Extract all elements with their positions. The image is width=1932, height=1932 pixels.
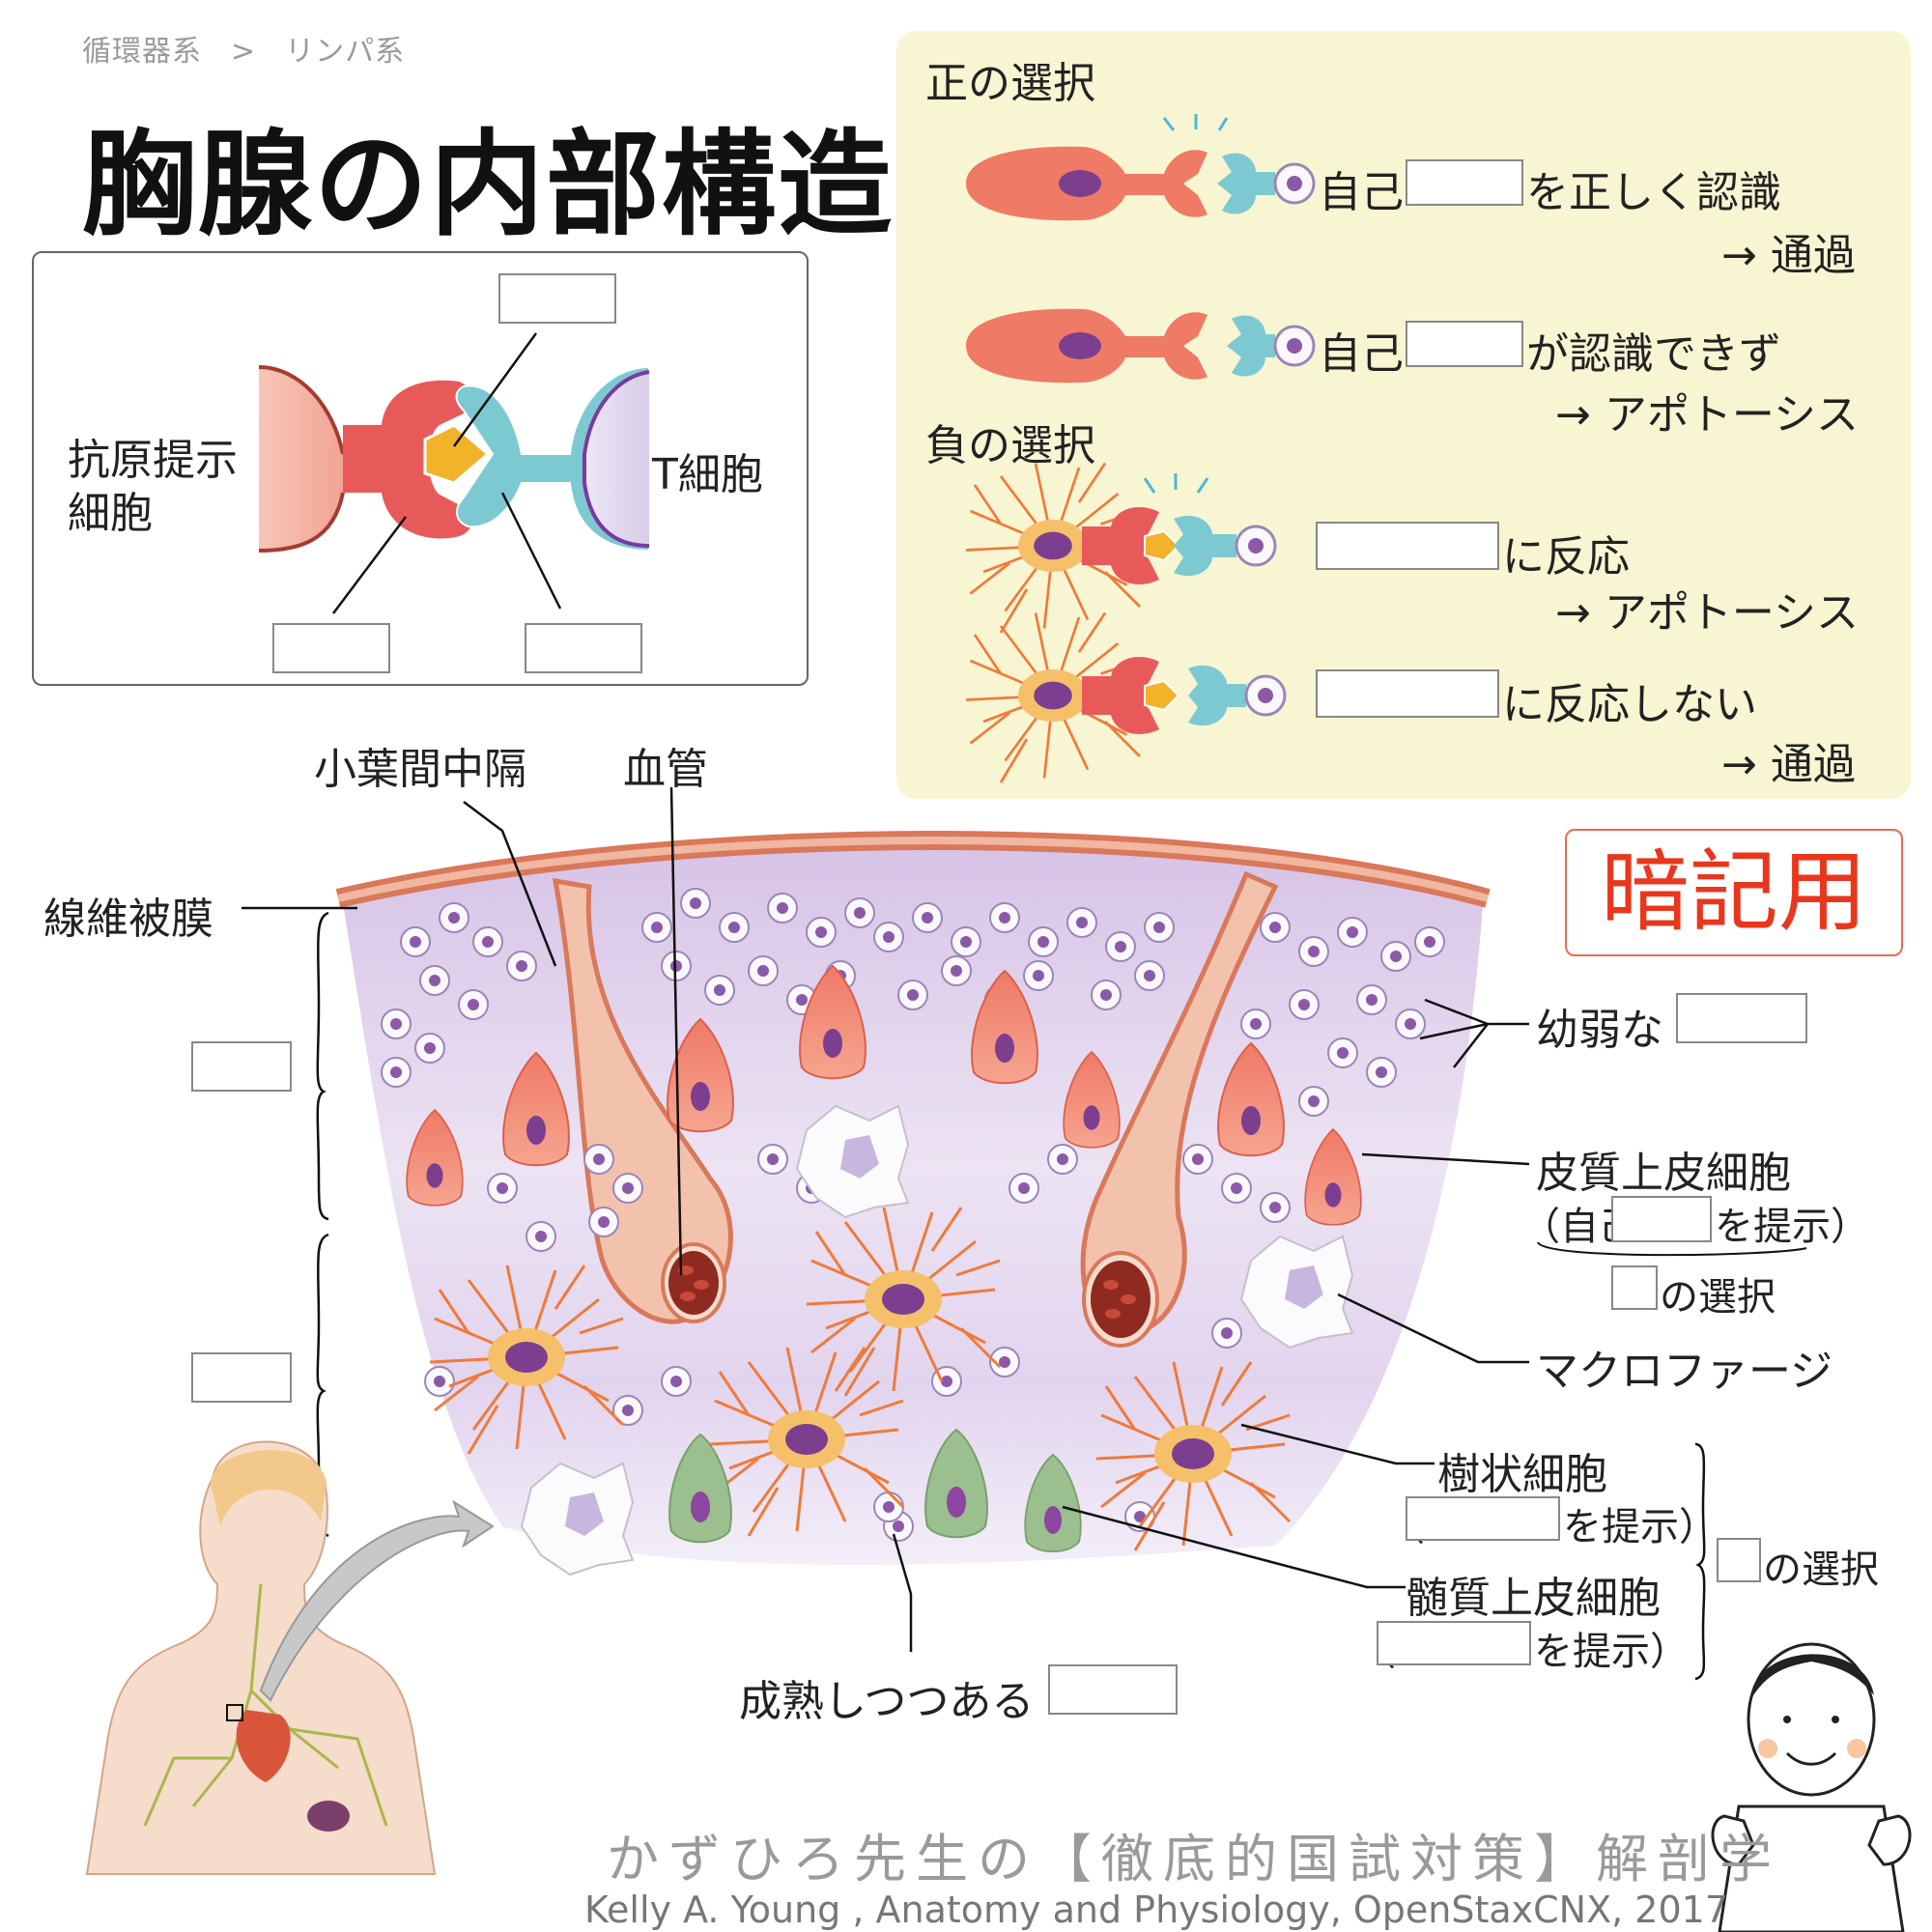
apc-label-line2: 細胞: [68, 489, 153, 538]
blank-dendritic-present[interactable]: [1406, 1496, 1560, 1541]
positive-row1-suffix: を正しく認識: [1526, 168, 1781, 217]
positive-row2-suffix: が認識できず: [1526, 329, 1781, 379]
vessel-label: 血管: [623, 745, 708, 794]
negative-row1-suffix: に反応: [1502, 532, 1630, 582]
breadcrumb: 循環器系 > リンパ系: [82, 27, 434, 70]
leader-lines: [242, 786, 1807, 1681]
series-title: かずひろ先生の【徹底的国試対策】解剖学: [607, 1829, 1781, 1889]
negative-selection-heading: 負の選択: [925, 421, 1095, 470]
negative-selection-icon-1: [964, 462, 1277, 635]
receptor-inset-panel: [32, 251, 809, 686]
blank-medullary-selection[interactable]: [1717, 1538, 1761, 1582]
positive-row2-prefix: 自己: [1319, 329, 1404, 379]
blank-immature[interactable]: [1676, 993, 1807, 1043]
macrophage-label: マクロファージ: [1536, 1347, 1833, 1396]
positive-row1-prefix: 自己: [1319, 168, 1404, 217]
blank-cortical-selection[interactable]: [1611, 1265, 1658, 1310]
inset-diagram: [258, 332, 650, 614]
dendritic-present-close: を提示）: [1563, 1505, 1718, 1549]
maturing-label-prefix: 成熟しつつある: [739, 1677, 1035, 1726]
cortical-selection-suffix: の選択: [1660, 1275, 1776, 1320]
blank-cortex[interactable]: [191, 1041, 292, 1092]
positive-row1-result: → 通過: [1721, 231, 1856, 280]
page-title: 胸腺の内部構造: [82, 118, 895, 251]
apc-label-line1: 抗原提示: [68, 436, 238, 485]
blank-negative-row2[interactable]: [1316, 669, 1499, 718]
negative-row2-suffix: に反応しない: [1502, 680, 1757, 729]
memo-badge: 暗記用: [1565, 829, 1903, 956]
dendritic-label: 樹状細胞: [1437, 1450, 1607, 1499]
capsule-label: 線維被膜: [43, 895, 213, 944]
human-figure-illustration: [85, 1440, 495, 1875]
negative-row1-result: → アポトーシス: [1555, 588, 1859, 638]
positive-selection-icon-1: [966, 114, 1316, 221]
doctor-mascot-illustration: [1711, 1642, 1912, 1932]
immature-label-prefix: 幼弱な: [1536, 1006, 1663, 1055]
blank-medullary-present[interactable]: [1377, 1621, 1531, 1665]
blank-positive-row2[interactable]: [1406, 321, 1523, 367]
blank-tcr[interactable]: [525, 623, 642, 673]
septum-label: 小葉間中隔: [314, 745, 526, 794]
negative-row2-result: → 通過: [1721, 740, 1856, 789]
positive-selection-heading: 正の選択: [925, 59, 1095, 108]
blank-maturing[interactable]: [1048, 1664, 1178, 1715]
breadcrumb-separator: >: [231, 35, 257, 69]
thymus-lobe: [335, 831, 1491, 1576]
breadcrumb-level2[interactable]: リンパ系: [285, 35, 406, 69]
blank-positive-row1[interactable]: [1406, 159, 1523, 206]
cortical-present-close: を提示）: [1715, 1205, 1869, 1249]
negative-selection-icon-2: [964, 611, 1287, 784]
medullary-epithelial-label: 髄質上皮細胞: [1406, 1574, 1661, 1623]
breadcrumb-level1[interactable]: 循環器系: [82, 35, 202, 69]
blank-cortical-present[interactable]: [1611, 1196, 1712, 1242]
source-credit: Kelly A. Young , Anatomy and Physiology,…: [584, 1889, 1728, 1931]
medullary-selection-suffix: の選択: [1763, 1548, 1879, 1592]
medullary-present-close: を提示）: [1534, 1630, 1689, 1674]
blank-negative-row1[interactable]: [1316, 522, 1499, 570]
cortical-epithelial-label: 皮質上皮細胞: [1536, 1149, 1791, 1198]
blank-medulla[interactable]: [191, 1352, 292, 1403]
blank-mhc[interactable]: [272, 623, 390, 673]
tcell-label: T細胞: [652, 450, 763, 499]
positive-row2-result: → アポトーシス: [1555, 390, 1859, 440]
blank-antigen[interactable]: [498, 273, 616, 324]
positive-selection-icon-2: [966, 308, 1316, 384]
